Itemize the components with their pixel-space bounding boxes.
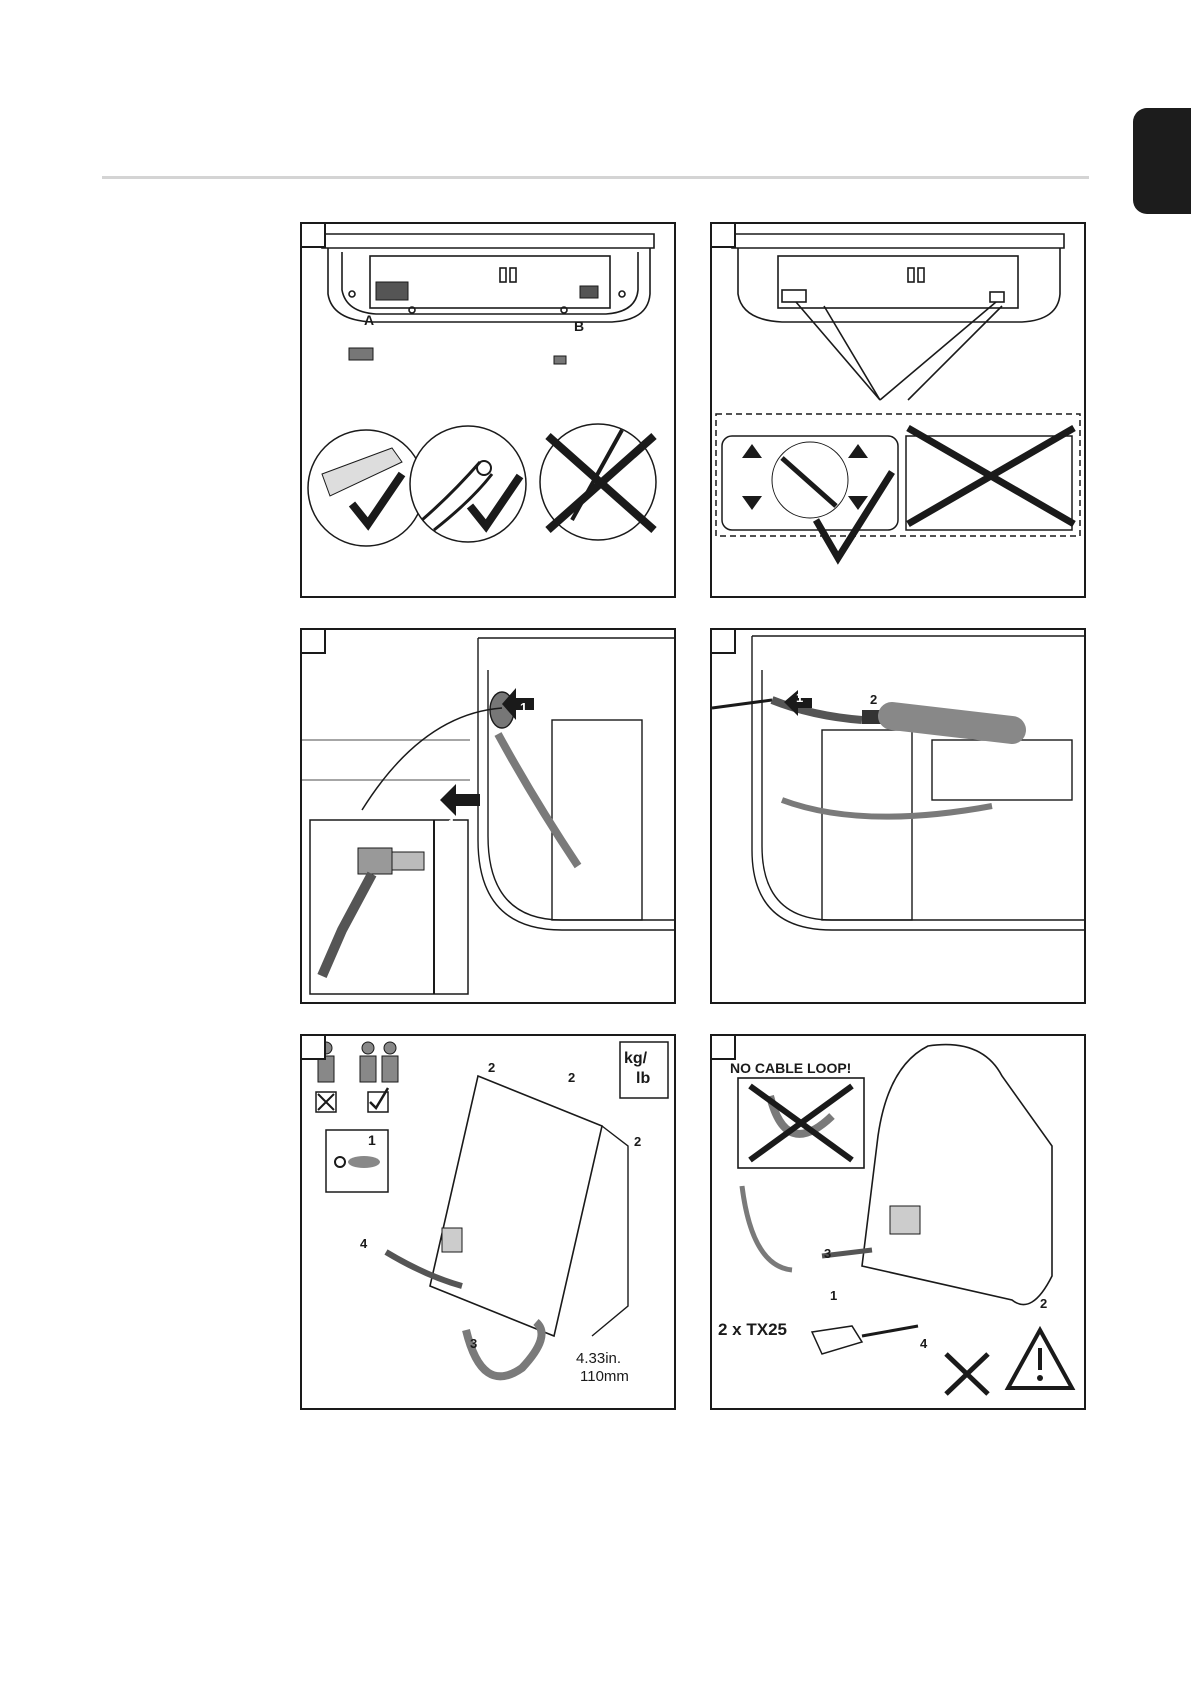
housing-bottom-illustration [302, 224, 674, 596]
gap-inches: 4.33in. [576, 1350, 621, 1367]
arrow-up-icon [848, 444, 868, 458]
arrow-down-icon [742, 496, 762, 510]
screwdriver-icon [812, 1326, 918, 1354]
step-number-box [712, 224, 736, 248]
tool-size-label: 2 x TX25 [718, 1320, 787, 1340]
gap-millimeters: 110mm [580, 1368, 629, 1385]
step-number-box [302, 224, 326, 248]
arrow-left-icon [440, 784, 480, 816]
step-panel-1: A B [300, 222, 676, 598]
no-cable-loop-warning: NO CABLE LOOP! [730, 1060, 851, 1076]
callout-two: 2 [634, 1134, 641, 1149]
callout-three: 3 [470, 1336, 477, 1351]
callout-b: B [574, 318, 584, 334]
cross-icon [908, 428, 1074, 524]
weight-unit-top: kg/ [624, 1050, 647, 1068]
callout-one: 1 [830, 1288, 837, 1303]
cable-gland-illustration [302, 630, 674, 1002]
step-panel-5: kg/ lb 4.33in. 110mm 2 2 2 3 4 1 [300, 1034, 676, 1410]
callout-four: 4 [360, 1236, 367, 1251]
callout-four: 4 [920, 1336, 927, 1351]
callout-two: 2 [870, 692, 877, 707]
callout-three: 3 [824, 1246, 831, 1261]
callout-two: 2 [568, 1070, 575, 1085]
callout-a: A [364, 312, 374, 328]
step-number-box [302, 630, 326, 654]
step-panel-3: 1 1 [300, 628, 676, 1004]
arrow-up-icon [742, 444, 762, 458]
pliers-icon [410, 426, 526, 542]
step-number-box [712, 630, 736, 654]
callout-one: 1 [796, 690, 803, 705]
cable-gland-icon [358, 848, 424, 874]
header-rule [102, 176, 1089, 179]
weight-unit-bottom: lb [636, 1070, 650, 1088]
switch-icon [326, 1130, 388, 1192]
callout-two: 2 [488, 1060, 495, 1075]
arrow-down-icon [848, 496, 868, 510]
callout-two: 2 [1040, 1296, 1047, 1311]
step-number-box [302, 1036, 326, 1060]
housing-openings-illustration [712, 224, 1084, 596]
callout-one: 1 [448, 816, 455, 831]
two-persons-icon [360, 1042, 398, 1082]
chapter-tab [1133, 108, 1191, 214]
step-number-box [712, 1036, 736, 1060]
inverter-closing-illustration [712, 1036, 1084, 1408]
callout-one: 1 [520, 700, 527, 715]
step-panel-6: NO CABLE LOOP! 2 x TX25 1 2 3 4 [710, 1034, 1086, 1410]
step-panel-2 [710, 222, 1086, 598]
cable-insertion-illustration [712, 630, 1084, 1002]
knife-icon [308, 430, 424, 546]
step-panel-4: 1 2 [710, 628, 1086, 1004]
callout-one: 1 [368, 1132, 376, 1148]
